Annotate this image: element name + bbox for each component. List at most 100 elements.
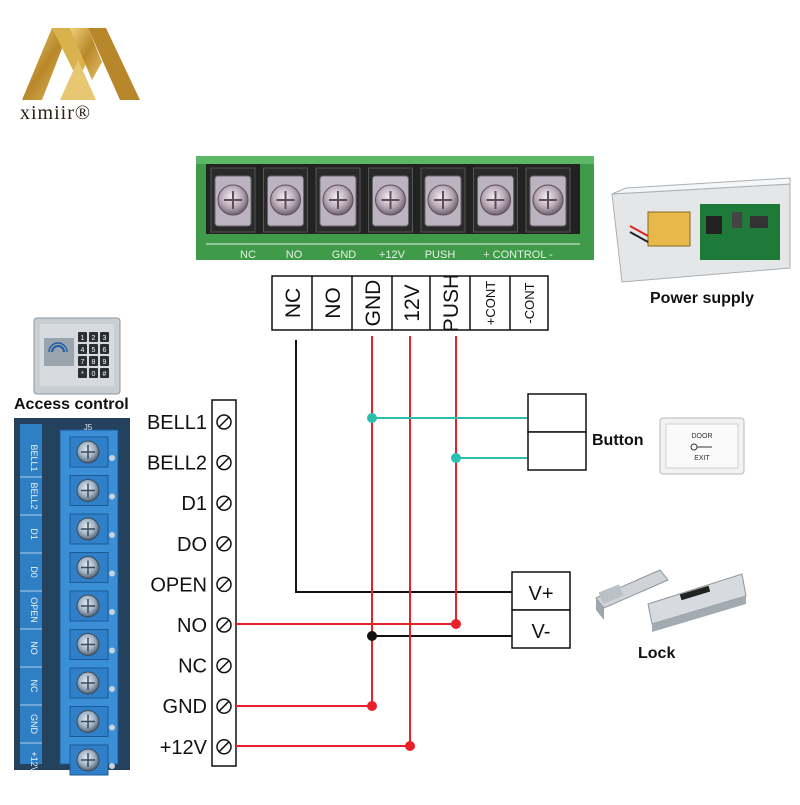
power-terminal-label: NC [282,288,305,318]
keypad-key-label: 4 [81,347,85,354]
lock-vplus-label: V+ [528,583,553,605]
board-pin [109,686,115,692]
keypad-key-label: * [81,371,84,378]
board-pin [109,570,115,577]
keypad-key-label: 7 [81,359,85,366]
board-pin [109,763,115,769]
power-terminal-label: +CONT [483,281,498,325]
terminal-screw-slot [218,700,230,712]
lock-image [595,569,747,632]
keypad-key-label: # [103,371,107,378]
wire-12v-red [236,336,411,747]
board-silkscreen-label: NO [29,641,39,655]
access-terminal-label: NC [178,656,207,678]
ximiir-logo [22,28,140,100]
power-terminal-label: 12V [401,284,424,321]
wire-gnd-red [236,336,373,707]
keypad-key [89,368,98,378]
keypad-key-label: 6 [103,347,107,354]
keypad-key [78,332,87,342]
junction-dot [367,701,377,711]
board-pin [109,532,115,538]
keypad-key [78,368,87,378]
button-label: Button [592,432,644,449]
keypad-key-label: 9 [103,359,107,366]
access-terminal-label: BELL1 [147,412,207,434]
keypad-key [78,344,87,354]
keypad-key-label: 3 [103,335,107,342]
terminal-screw-slot [218,457,230,469]
brand-name: ximiir® [20,102,92,124]
pcb-silkscreen-label: + CONTROL - [483,249,553,261]
lock-terminal-boxes: V+ V- [511,571,571,649]
terminal-screw-slot [218,538,230,550]
board-silkscreen-label: NC [29,680,39,693]
board-pin [109,647,115,654]
terminal-screw-slot [218,497,230,509]
pcb-silkscreen-label: +12V [379,249,406,261]
board-pin [109,609,115,615]
svg-text:DOOR: DOOR [692,433,713,440]
junction-dot [451,619,461,629]
svg-text:EXIT: EXIT [694,455,710,462]
keypad-key [89,356,98,366]
wire-nc-to-lock-vplus [295,340,512,593]
access-terminal-label: DO [177,534,207,556]
keypad-key [100,332,109,342]
pcb-silkscreen-label: GND [332,249,357,261]
access-terminal-label: OPEN [150,574,207,596]
access-terminal-label: D1 [181,493,207,515]
junction-dot [367,631,377,641]
exit-button-image: DOOR EXIT [659,417,745,475]
keypad-key-label: 5 [92,347,96,354]
board-header-label: J5 [84,423,93,432]
keypad-key [89,344,98,354]
power-terminal-label: -CONT [522,282,537,323]
board-pin [109,724,115,731]
power-supply-image [611,177,791,283]
board-pin [109,455,115,461]
lock-vminus-label: V- [532,621,551,643]
power-terminal-label: GND [362,280,385,327]
keypad-key [89,332,98,342]
power-terminal-table: NC NO GND 12V PUSH +CONT -CONT [271,274,549,332]
terminal-screw-slot [218,741,230,753]
pcb-silkscreen-label: NC [240,249,256,261]
access-terminal-label: GND [163,696,207,718]
board-pin [109,493,115,500]
access-terminal-label: NO [177,615,207,637]
wire-push-red [236,336,457,625]
terminal-screw-slot [218,578,230,590]
keypad-key-label: 0 [92,371,96,378]
terminal-screw-slot [218,619,230,631]
keypad-key [100,356,109,366]
board-silkscreen-label: OPEN [29,597,39,623]
wires [236,336,528,751]
keypad-key-label: 1 [81,335,85,342]
terminal-screw-slot [218,416,230,428]
keypad-key-label: 2 [92,335,96,342]
board-silkscreen-label: BELL1 [29,444,39,471]
junction-dot [367,413,377,423]
junction-dot [405,741,415,751]
lock-label: Lock [638,645,676,662]
access-terminal-label: +12V [160,737,208,759]
access-terminal-label: BELL2 [147,453,207,475]
power-terminal-label: PUSH [440,274,463,332]
button-terminal-boxes [527,393,587,471]
power-terminal-label: NO [322,287,345,319]
board-silkscreen-label: +12V [29,751,39,772]
keypad-key [100,344,109,354]
junction-dot [451,453,461,463]
keypad-key [78,356,87,366]
terminal-screw-slot [218,660,230,672]
board-silkscreen-label: D0 [29,566,39,578]
keypad-key-label: 8 [92,359,96,366]
power-supply-label: Power supply [650,290,755,307]
access-control-label: Access control [14,396,129,413]
keypad-key [100,368,109,378]
